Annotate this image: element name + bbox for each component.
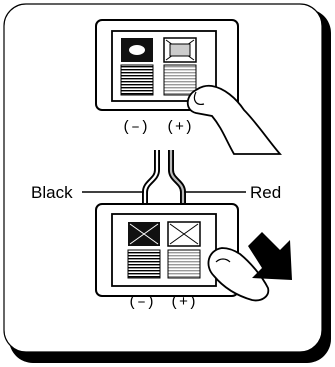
finger-press-icon [186,84,282,155]
black-wire-label: Black [31,183,73,202]
top-positive-label: (+) [166,119,193,136]
bottom-terminal: Black Red (–) (+) [31,150,292,311]
finger-release-icon [207,247,270,302]
top-negative-label: (–) [122,119,149,136]
red-wire-label: Red [250,183,281,202]
top-terminal: (–) (+) [95,19,282,155]
negative-terminal [127,222,161,279]
bottom-negative-label: (–) [128,294,155,311]
bottom-positive-label: (+) [170,294,197,311]
arrow-down-right-icon [248,232,292,280]
positive-terminal [167,221,201,279]
positive-terminal [163,37,197,96]
negative-terminal [120,38,154,96]
wires [82,150,246,228]
